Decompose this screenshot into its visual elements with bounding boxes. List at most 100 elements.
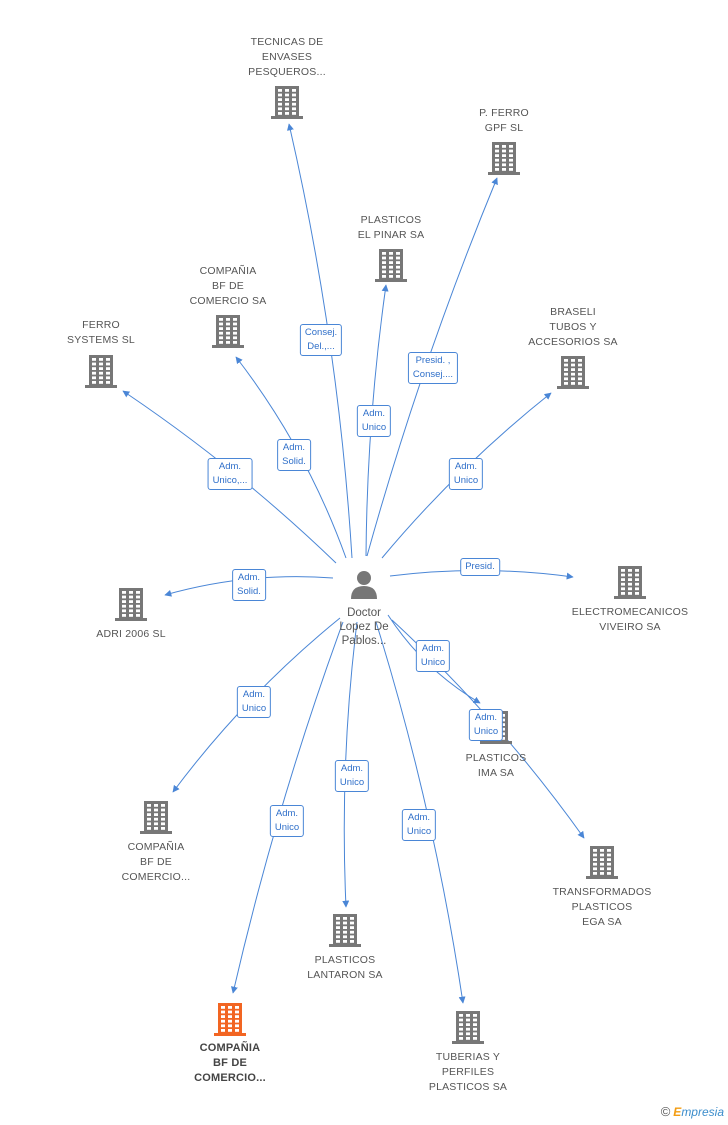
building-icon — [614, 566, 646, 599]
edge-label-line: Unico,... — [212, 475, 248, 486]
node-label-line: PLASTICOS — [360, 214, 422, 226]
edge-label-line: Solid. — [237, 586, 261, 597]
edge-label-line: Unico — [339, 777, 365, 788]
node-pferro[interactable]: P. FERRO GPF SL — [429, 106, 579, 136]
edge-label-plasticos-pinar[interactable]: Adm.Unico — [356, 405, 392, 437]
node-label-line: COMPAÑIA — [127, 841, 185, 853]
node-label-line: EGA SA — [582, 916, 622, 928]
empresia-brand: ©Empresia — [661, 1104, 724, 1119]
edge-label-bf-comercio-sa[interactable]: Adm. Solid. — [277, 439, 311, 471]
edge-label-line: Unico — [473, 726, 499, 737]
node-label-line: ENVASES — [261, 51, 313, 63]
node-label-line: PLASTICOS SA — [428, 1081, 508, 1093]
edge-label-line: Consej. — [304, 327, 338, 338]
edge-label-ferro-systems[interactable]: Adm. Unico,... — [207, 458, 253, 490]
edge-label-line: Adm. — [362, 408, 386, 419]
building-icon — [271, 86, 303, 119]
node-label-line: TUBOS Y — [549, 321, 597, 333]
node-label-line: ADRI 2006 SL — [96, 628, 166, 640]
building-icon — [140, 801, 172, 834]
edge-label-bf-comercio-2[interactable]: Adm.Unico — [236, 686, 272, 718]
edge-label-line: Adm. — [275, 808, 299, 819]
node-label-line: IMA SA — [477, 767, 515, 779]
building-icon — [212, 315, 244, 348]
center-label-line: Pablos... — [341, 635, 387, 647]
edge-label-line: Unico — [241, 703, 267, 714]
node-label-line: COMERCIO SA — [189, 295, 267, 307]
edge-label-line: Adm. — [454, 461, 478, 472]
node-tecnicas[interactable]: TECNICAS DE ENVASES PESQUEROS... — [212, 35, 362, 80]
edge-label-line: Adm. — [474, 712, 498, 723]
brand-name: mpresia — [681, 1105, 724, 1119]
node-label-line: COMERCIO... — [194, 1072, 266, 1084]
building-icon — [85, 355, 117, 388]
node-label-line: SYSTEMS SL — [67, 334, 135, 346]
edge-label-line: Presid. — [465, 561, 495, 572]
node-ferro-systems[interactable]: FERRO SYSTEMS SL — [26, 318, 176, 348]
edge-label-bf-comercio-main[interactable]: Adm. Unico — [269, 805, 305, 837]
edge-label-line: Consej.... — [412, 369, 454, 380]
building-icon — [375, 249, 407, 282]
edge-label-braseli[interactable]: Adm. Unico — [448, 458, 484, 490]
node-label-line: TRANSFORMADOS — [552, 886, 652, 898]
node-label-line: PERFILES — [441, 1066, 495, 1078]
edge-label-plasticos-ima[interactable]: Adm. Unico — [415, 640, 451, 672]
edge-label-line: Unico — [406, 826, 432, 837]
edge-label-lantaron[interactable]: Adm.Unico — [334, 760, 370, 792]
node-lantaron[interactable]: PLASTICOS LANTARON SA — [270, 953, 420, 983]
node-label-line: BF DE — [140, 856, 172, 868]
building-icon — [557, 356, 589, 389]
edge-label-line: Unico — [420, 657, 446, 668]
node-label-line: GPF SL — [484, 122, 524, 134]
edge-label-line: Adm. — [218, 461, 242, 472]
node-adri[interactable]: ADRI 2006 SL — [56, 627, 206, 642]
edge-label-pferro[interactable]: Presid. , Consej.... — [407, 352, 459, 384]
building-icon — [452, 1011, 484, 1044]
copyright-symbol: © — [660, 1104, 671, 1119]
node-label-line: ELECTROMECANICOS — [571, 606, 689, 618]
edge-label-tecnicas[interactable]: Consej. Del.,... — [299, 324, 343, 356]
node-label-line: PLASTICOS — [571, 901, 633, 913]
building-icon — [488, 142, 520, 175]
edge-label-line: Unico — [274, 822, 300, 833]
edge-label-line: Adm. — [237, 572, 261, 583]
node-label-line: BRASELI — [550, 306, 596, 318]
edge-label-line: Del.,... — [307, 341, 335, 352]
node-label-line: PLASTICOS — [314, 954, 376, 966]
node-label-line: BF DE — [212, 280, 244, 292]
edge-label-line: Adm. — [282, 442, 306, 453]
node-bf-comercio-main[interactable]: COMPAÑIA BF DE COMERCIO... — [155, 1041, 305, 1086]
node-plasticos-ima[interactable]: PLASTICOS IMA SA — [421, 751, 571, 781]
node-label-line: TECNICAS DE — [250, 36, 324, 48]
brand-initial: E — [673, 1105, 682, 1119]
node-label-line: COMERCIO... — [121, 871, 191, 883]
node-plasticos-pinar[interactable]: PLASTICOS EL PINAR SA — [316, 213, 466, 243]
node-label-line: PESQUEROS... — [248, 66, 326, 78]
node-label-line: BF DE — [213, 1057, 247, 1069]
edge-label-line: Unico — [453, 475, 479, 486]
node-label-line: LANTARON SA — [307, 969, 383, 981]
node-label-line: EL PINAR SA — [357, 229, 425, 241]
node-label-line: PLASTICOS — [465, 752, 527, 764]
center-label-line: Lopez De — [339, 621, 389, 633]
node-transformados[interactable]: TRANSFORMADOS PLASTICOS EGA SA — [527, 885, 677, 930]
edge-label-adri[interactable]: Adm. Solid. — [232, 569, 266, 601]
edge-label-transformados[interactable]: Adm. Unico — [468, 709, 504, 741]
node-bf-comercio-2[interactable]: COMPAÑIA BF DE COMERCIO... — [81, 840, 231, 885]
building-icon — [115, 588, 147, 621]
edge-label-tuberias[interactable]: Adm. Unico — [401, 809, 437, 841]
node-label-line: COMPAÑIA — [199, 1042, 261, 1054]
edge-label-line: Adm. — [421, 643, 445, 654]
node-label-line: FERRO — [82, 319, 120, 331]
node-label-line: P. FERRO — [479, 107, 529, 119]
edge-label-line: Adm. — [407, 812, 431, 823]
edge-label-line: Solid. — [282, 456, 306, 467]
person-icon — [351, 571, 377, 599]
edge-label-electromecanicos[interactable]: Presid. — [460, 558, 500, 576]
edge-label-line: Presid. , — [415, 355, 451, 366]
